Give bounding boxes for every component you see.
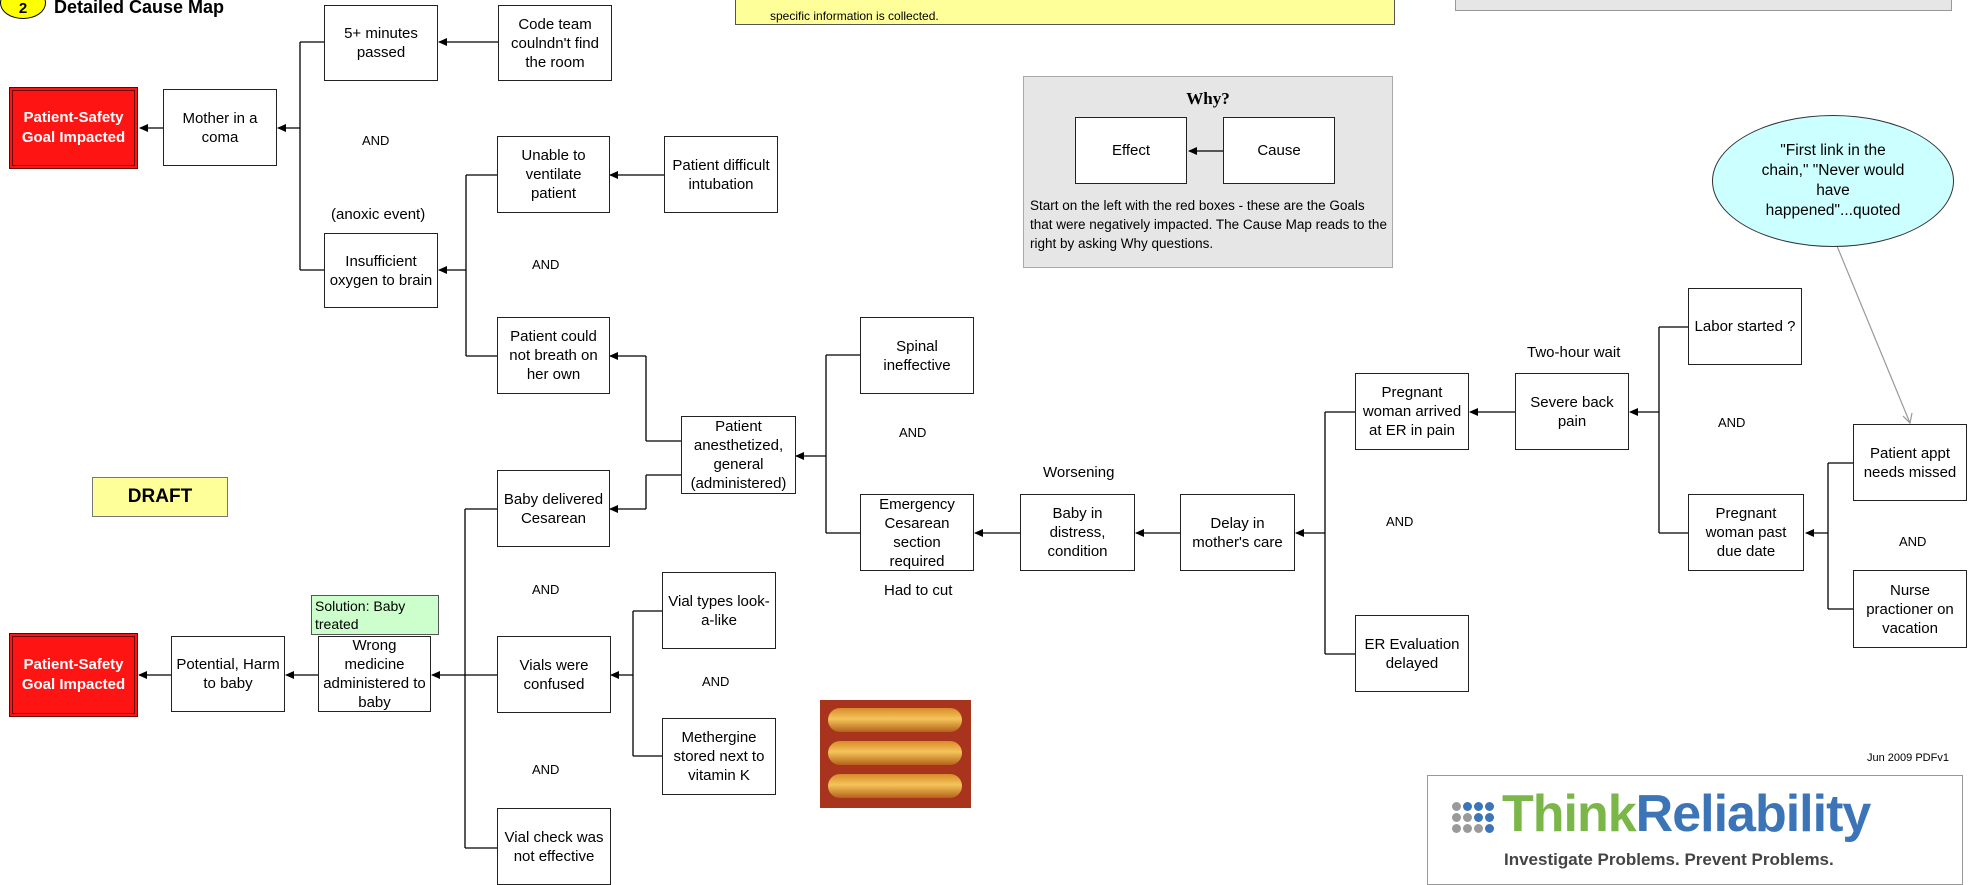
draft-label: DRAFT <box>92 477 228 517</box>
node-unable-ventilate: Unable to ventilate patient <box>497 136 610 213</box>
brand-reliability: Reliability <box>1635 785 1872 843</box>
and-label: AND <box>532 762 560 777</box>
quote-callout: "First link in the chain," "Never would … <box>1712 115 1954 247</box>
logo-dots-icon <box>1452 802 1496 833</box>
legend-title: Why? <box>1186 89 1230 108</box>
vial-1 <box>828 708 962 732</box>
node-spinal: Spinal ineffective <box>860 317 974 394</box>
brand-think: Think <box>1502 785 1637 843</box>
vial-3 <box>828 774 962 798</box>
node-vial-types: Vial types look-a-like <box>662 572 776 649</box>
label-anoxic: (anoxic event) <box>331 206 426 223</box>
goal-box-top: Patient-Safety Goal Impacted <box>9 87 138 169</box>
node-past-due: Pregnant woman past due date <box>1688 494 1804 571</box>
legend-cause-box: Cause <box>1223 117 1335 184</box>
node-wrong-medicine: Wrong medicine administered to baby <box>318 636 431 712</box>
top-note: specific information is collected. <box>735 0 1395 25</box>
version-label: Jun 2009 PDFv1 <box>1867 752 1949 764</box>
node-nurse-vacation: Nurse practioner on vacation <box>1853 570 1967 648</box>
node-code-team: Code team coulndn't find the room <box>498 5 612 81</box>
node-baby-delivered: Baby delivered Cesarean <box>497 470 610 547</box>
and-label: AND <box>532 257 560 272</box>
node-labor-started: Labor started ? <box>1688 288 1802 365</box>
top-right-panel <box>1455 0 1952 11</box>
brand-tagline: Investigate Problems. Prevent Problems. <box>1504 850 1834 869</box>
label-had-to-cut: Had to cut <box>884 582 953 599</box>
node-vial-check: Vial check was not effective <box>497 808 611 885</box>
node-could-not-breath: Patient could not breath on her own <box>497 317 610 394</box>
legend-arrow <box>1188 147 1223 155</box>
solution-note: Solution: Baby treated <box>311 595 439 635</box>
and-label: AND <box>702 674 730 689</box>
node-er-eval: ER Evaluation delayed <box>1355 615 1469 692</box>
vial-2 <box>828 741 962 765</box>
legend-effect-box: Effect <box>1075 117 1187 184</box>
label-two-hour: Two-hour wait <box>1527 344 1621 361</box>
and-label: AND <box>362 133 390 148</box>
goal-box-bottom: Patient-Safety Goal Impacted <box>9 633 138 717</box>
step-number: 2 <box>18 0 28 17</box>
node-baby-distress: Baby in distress, condition <box>1020 494 1135 571</box>
brand-name: ThinkReliability <box>1502 784 1872 844</box>
brand-logo: ThinkReliability Investigate Problems. P… <box>1427 775 1963 885</box>
node-methergine: Methergine stored next to vitamin K <box>662 718 776 795</box>
and-label: AND <box>899 425 927 440</box>
legend-panel: Why? Effect Cause Start on the left with… <box>1023 76 1393 268</box>
legend-text: Start on the left with the red boxes - t… <box>1030 198 1387 251</box>
vials-photo <box>820 700 971 808</box>
node-insufficient-oxygen: Insufficient oxygen to brain <box>324 233 438 308</box>
and-label: AND <box>532 582 560 597</box>
node-five-minutes: 5+ minutes passed <box>324 5 438 81</box>
node-emergency-cesarean: Emergency Cesarean section required <box>860 494 974 571</box>
node-mother-coma: Mother in a coma <box>163 89 277 166</box>
node-severe-back: Severe back pain <box>1515 373 1629 450</box>
node-delay-care: Delay in mother's care <box>1180 494 1295 571</box>
label-worsening: Worsening <box>1043 464 1115 481</box>
node-anesthetized: Patient anesthetized, general (administe… <box>681 416 796 494</box>
and-label: AND <box>1386 514 1414 529</box>
and-label: AND <box>1718 415 1746 430</box>
node-difficult-intubation: Patient difficult intubation <box>664 136 778 213</box>
and-label: AND <box>1899 534 1927 549</box>
node-appt-missed: Patient appt needs missed <box>1853 424 1967 501</box>
page-title: Detailed Cause Map <box>54 0 225 17</box>
top-note-text: specific information is collected. <box>770 9 939 23</box>
quote-callout-text: "First link in the chain," "Never would … <box>1761 142 1905 219</box>
node-vials-confused: Vials were confused <box>497 636 611 713</box>
node-pregnant-er: Pregnant woman arrived at ER in pain <box>1355 373 1469 450</box>
node-potential-harm: Potential, Harm to baby <box>171 636 285 712</box>
